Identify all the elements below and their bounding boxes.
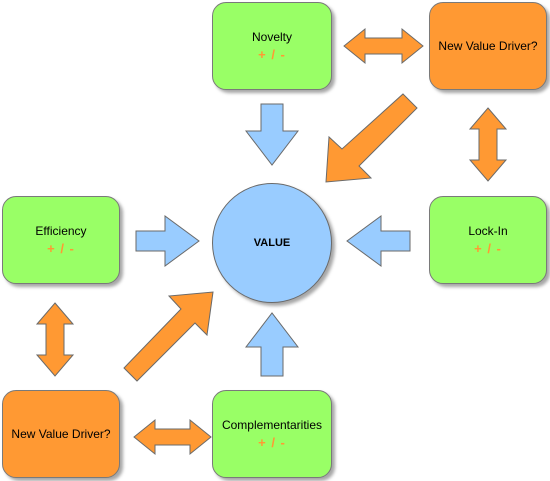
node-new-value-driver-top-title: New Value Driver? — [438, 38, 538, 53]
arrow-lockin-to-value — [346, 215, 411, 267]
value-label: VALUE — [253, 237, 291, 249]
double-arrow-complementarities-new-driver — [133, 418, 212, 456]
node-complementarities-title: Complementarities — [221, 417, 323, 432]
node-lock-in: Lock-In + / - — [429, 196, 547, 284]
arrow-new-driver-bottom-to-value — [123, 291, 214, 382]
value-circle: VALUE — [212, 183, 332, 303]
double-arrow-novelty-new-driver — [343, 27, 424, 65]
arrow-complementarities-to-value — [244, 312, 300, 377]
arrow-novelty-to-value — [244, 103, 300, 166]
node-novelty: Novelty + / - — [212, 2, 332, 90]
node-new-value-driver-bottom-title: New Value Driver? — [11, 426, 111, 441]
node-efficiency-title: Efficiency — [35, 223, 87, 238]
node-lock-in-sign: + / - — [474, 240, 502, 256]
node-new-value-driver-bottom: New Value Driver? — [2, 390, 120, 478]
node-novelty-title: Novelty — [251, 29, 292, 44]
node-complementarities: Complementarities + / - — [212, 390, 332, 478]
node-novelty-sign: + / - — [258, 46, 286, 62]
node-efficiency: Efficiency + / - — [2, 196, 120, 284]
arrow-new-driver-top-to-value — [325, 93, 418, 183]
node-efficiency-sign: + / - — [47, 240, 75, 256]
node-new-value-driver-top: New Value Driver? — [429, 2, 547, 90]
double-arrow-new-driver-lockin — [468, 107, 508, 182]
arrow-efficiency-to-value — [135, 215, 200, 267]
node-lock-in-title: Lock-In — [468, 223, 508, 238]
double-arrow-efficiency-new-driver — [35, 302, 75, 377]
node-complementarities-sign: + / - — [258, 434, 286, 450]
